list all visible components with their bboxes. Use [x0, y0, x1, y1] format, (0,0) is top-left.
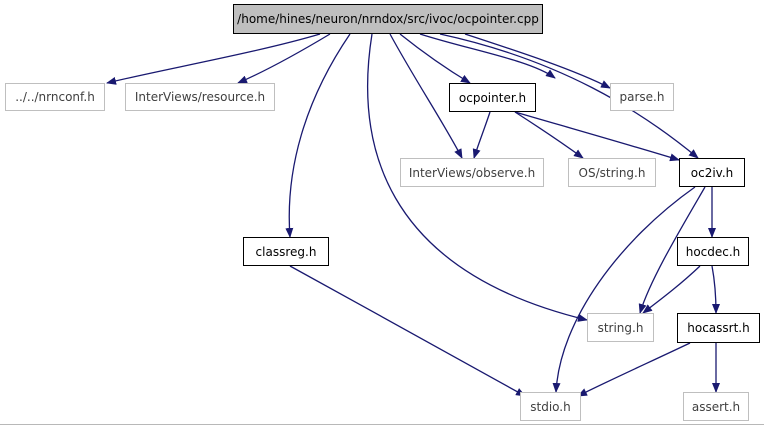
node-oc2iv-h[interactable]: oc2iv.h	[679, 158, 745, 187]
edge-root-to-classreg	[285, 33, 351, 238]
bottom-divider	[0, 424, 764, 425]
edge-root-to-oc2iv	[439, 33, 699, 159]
edge-classreg-to-stdio	[289, 265, 526, 397]
edge-root-to-string-h	[367, 33, 588, 322]
node-assert-h[interactable]: assert.h	[683, 392, 749, 421]
edge-root-to-resource	[237, 33, 331, 84]
edge-oc2iv-to-stdio	[552, 186, 696, 393]
node-hocdec-h[interactable]: hocdec.h	[677, 237, 749, 266]
node-ocpointer-h[interactable]: ocpointer.h	[449, 83, 536, 112]
edge-oc2iv-to-string-h	[638, 186, 706, 314]
edge-root-to-observe	[389, 33, 463, 159]
node-observe-h[interactable]: InterViews/observe.h	[400, 158, 544, 187]
node-hocassrt-h[interactable]: hocassrt.h	[677, 313, 760, 343]
edge-root-to-ocpointer-h	[399, 33, 471, 84]
node-parse-h[interactable]: parse.h	[610, 83, 674, 111]
edge-ocpointer-h-to-os-string	[514, 111, 584, 159]
node-nrnconf-h[interactable]: ../../nrnconf.h	[5, 83, 105, 111]
edge-root-to-nrnconf	[106, 33, 321, 85]
edge-root-to-os-string	[419, 33, 556, 79]
edge-hocdec-to-string-h	[642, 265, 701, 314]
node-os-string-h[interactable]: OS/string.h	[568, 158, 656, 187]
node-ocpointer-cpp[interactable]: /home/hines/neuron/nrndox/src/ivoc/ocpoi…	[233, 4, 543, 34]
edge-ocpointer-h-to-oc2iv	[514, 111, 680, 162]
node-string-h[interactable]: string.h	[587, 313, 654, 342]
node-classreg-h[interactable]: classreg.h	[243, 237, 329, 266]
node-resource-h[interactable]: InterViews/resource.h	[125, 83, 275, 111]
edge-ocpointer-h-to-observe	[472, 111, 491, 159]
edge-hocdec-to-hocassrt	[711, 265, 720, 314]
node-stdio-h[interactable]: stdio.h	[520, 392, 581, 421]
edge-root-to-parse	[464, 33, 611, 89]
edge-hocassrt-to-stdio	[577, 342, 691, 397]
